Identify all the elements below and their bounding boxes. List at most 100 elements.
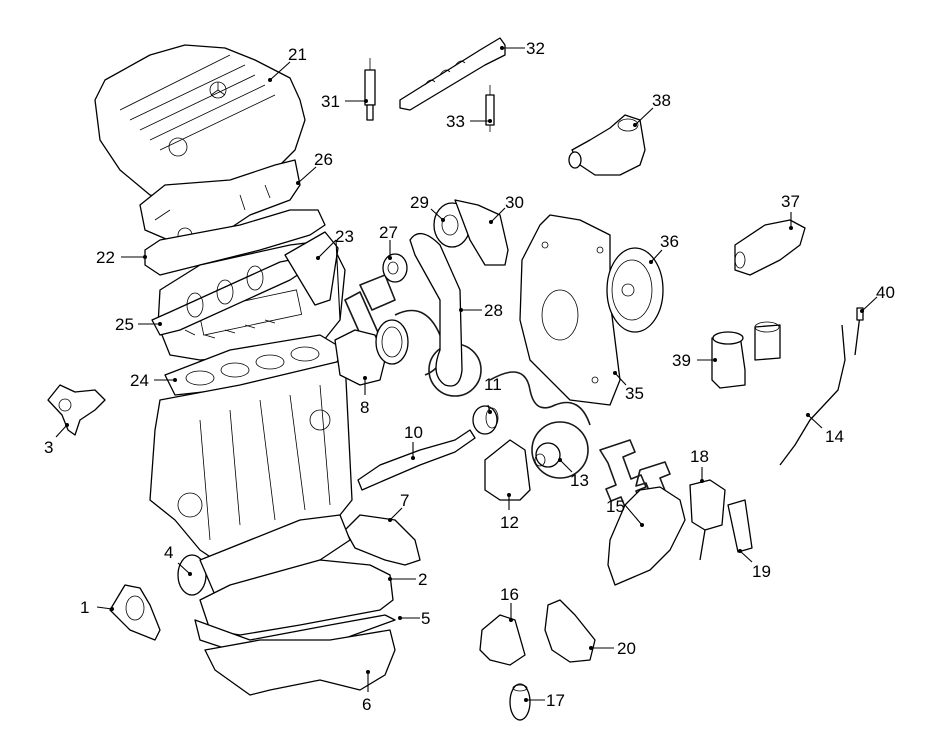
svg-text:30: 30 xyxy=(505,193,524,212)
svg-text:27: 27 xyxy=(379,223,398,242)
part-rubber-buffer[interactable] xyxy=(509,683,531,721)
callout-14: 14 xyxy=(806,413,844,446)
svg-text:5: 5 xyxy=(421,609,430,628)
callout-16: 16 xyxy=(500,585,519,622)
svg-text:38: 38 xyxy=(652,91,671,110)
callout-30: 30 xyxy=(489,193,524,224)
callout-28: 28 xyxy=(459,301,503,320)
callout-37: 37 xyxy=(781,192,800,230)
part-water-pump[interactable] xyxy=(484,439,531,501)
svg-text:4: 4 xyxy=(164,543,173,562)
svg-text:28: 28 xyxy=(484,301,503,320)
svg-text:22: 22 xyxy=(96,248,115,267)
svg-text:1: 1 xyxy=(80,598,89,617)
callout-19: 19 xyxy=(738,549,771,581)
svg-text:25: 25 xyxy=(115,315,134,334)
part-idler-pulley[interactable] xyxy=(472,405,499,435)
svg-text:2: 2 xyxy=(418,570,427,589)
part-rocker-arms[interactable] xyxy=(284,231,339,306)
head-gasket-bores xyxy=(185,346,320,386)
part-chain-guide-bracket[interactable] xyxy=(454,199,509,266)
svg-text:11: 11 xyxy=(484,375,502,394)
callout-36: 36 xyxy=(649,232,679,264)
svg-text:14: 14 xyxy=(825,427,844,446)
callout-26: 26 xyxy=(296,150,333,185)
part-timing-cover[interactable] xyxy=(519,214,621,406)
callouts: 1 2 3 4 5 6 7 8 10 11 12 13 14 15 16 17 … xyxy=(44,39,895,714)
svg-text:6: 6 xyxy=(362,695,371,714)
svg-text:16: 16 xyxy=(500,585,519,604)
svg-text:13: 13 xyxy=(570,471,589,490)
callout-23: 23 xyxy=(316,227,354,321)
callout-8: 8 xyxy=(360,376,369,417)
part-high-pressure-pump[interactable] xyxy=(334,319,409,386)
part-valve-cover-gasket[interactable] xyxy=(144,209,326,276)
part-starter-motor[interactable] xyxy=(734,219,806,276)
svg-text:18: 18 xyxy=(690,447,709,466)
callout-29: 29 xyxy=(410,193,445,222)
svg-text:32: 32 xyxy=(526,39,545,58)
callout-4: 4 xyxy=(164,543,192,576)
callout-31: 31 xyxy=(321,92,368,111)
svg-text:15: 15 xyxy=(606,497,625,516)
part-sprocket[interactable] xyxy=(382,253,408,283)
svg-text:29: 29 xyxy=(410,193,429,212)
svg-text:37: 37 xyxy=(781,192,800,211)
callout-1: 1 xyxy=(80,598,114,617)
svg-text:23: 23 xyxy=(335,227,354,246)
part-oil-filter-cap[interactable] xyxy=(689,479,726,561)
part-dipstick[interactable] xyxy=(854,307,864,356)
svg-text:33: 33 xyxy=(446,112,465,131)
part-injector[interactable] xyxy=(485,85,495,132)
part-tensioner[interactable] xyxy=(534,442,561,468)
svg-text:26: 26 xyxy=(314,150,333,169)
svg-text:21: 21 xyxy=(288,45,307,64)
svg-text:40: 40 xyxy=(876,283,895,302)
part-egr-valve[interactable] xyxy=(568,114,646,176)
part-oil-pan-lower[interactable] xyxy=(204,629,396,696)
part-engine-mount[interactable] xyxy=(479,614,526,666)
part-oil-filter-housing[interactable] xyxy=(607,486,686,586)
callout-33: 33 xyxy=(446,112,492,131)
part-timing-chain[interactable] xyxy=(409,233,463,387)
part-thermostat-housing[interactable] xyxy=(47,384,106,436)
part-mount-bracket[interactable] xyxy=(544,599,596,663)
callout-24: 24 xyxy=(130,371,177,390)
callout-3: 3 xyxy=(44,423,69,457)
callout-32: 32 xyxy=(500,39,545,58)
callout-17: 17 xyxy=(524,691,565,710)
svg-text:3: 3 xyxy=(44,438,53,457)
svg-text:12: 12 xyxy=(500,513,519,532)
svg-text:10: 10 xyxy=(404,423,423,442)
callout-22: 22 xyxy=(96,248,147,267)
svg-text:31: 31 xyxy=(321,92,340,111)
callout-5: 5 xyxy=(398,609,430,628)
callout-39: 39 xyxy=(672,351,717,370)
part-glow-plug[interactable] xyxy=(364,58,376,121)
callout-21: 21 xyxy=(268,45,307,82)
part-fuel-rail[interactable] xyxy=(399,37,506,111)
callout-15: 15 xyxy=(606,497,644,527)
svg-text:35: 35 xyxy=(625,384,644,403)
svg-text:7: 7 xyxy=(400,491,409,510)
svg-text:36: 36 xyxy=(660,232,679,251)
part-engine-cover[interactable] xyxy=(94,44,306,201)
part-filter-element[interactable] xyxy=(727,499,753,553)
callout-7: 7 xyxy=(388,491,409,522)
callout-38: 38 xyxy=(633,91,671,127)
callout-12: 12 xyxy=(500,493,519,532)
svg-text:19: 19 xyxy=(752,562,771,581)
callout-40: 40 xyxy=(860,283,895,313)
part-balance-shaft[interactable] xyxy=(357,429,476,491)
svg-text:8: 8 xyxy=(360,398,369,417)
part-seal-cover[interactable] xyxy=(109,584,161,641)
part-dipstick-tube[interactable] xyxy=(779,324,846,466)
part-oil-pump[interactable] xyxy=(344,514,421,566)
callout-13: 13 xyxy=(558,458,589,490)
callout-10: 10 xyxy=(404,423,423,460)
svg-text:24: 24 xyxy=(130,371,149,390)
part-flywheel[interactable] xyxy=(606,247,664,333)
part-fuel-filter[interactable] xyxy=(711,321,781,389)
svg-text:39: 39 xyxy=(672,351,691,370)
